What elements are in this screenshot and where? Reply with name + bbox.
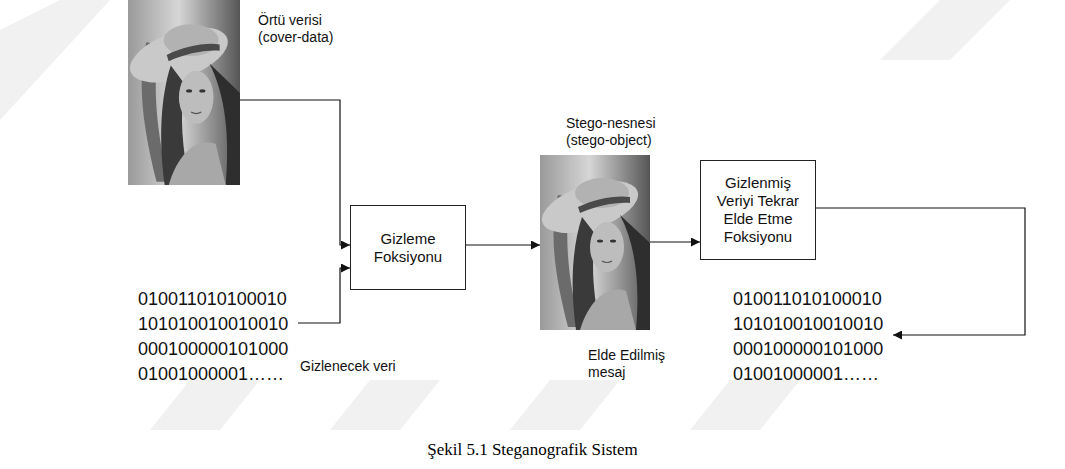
cover-photo — [124, 0, 240, 185]
message-data: 010011010100010 101010010010010 00010000… — [733, 287, 893, 387]
stego-label: Stego-nesnesi (stego-object) — [566, 115, 674, 149]
message-data: 010011010100010 101010010010010 00010000… — [138, 287, 298, 387]
binary-text: 010011010100010 101010010010010 00010000… — [138, 287, 298, 387]
cover-image: Örtü verisi (cover-data) — [128, 0, 240, 185]
process-box: Gizleme Foksiyonu — [350, 205, 466, 290]
data-label: Elde Edilmiş mesaj — [588, 347, 678, 381]
stego-image: Stego-nesnesi (stego-object) — [540, 155, 650, 330]
connector-arrow — [466, 244, 540, 245]
connector-arrow — [240, 100, 350, 245]
figure-caption: Şekil 5.1 Steganografik Sistem — [0, 440, 1065, 460]
connector-arrow — [650, 241, 700, 242]
stego-photo — [536, 155, 650, 330]
binary-text: 010011010100010 101010010010010 00010000… — [733, 287, 893, 387]
connector-arrow — [298, 268, 350, 323]
data-label: Gizlenecek veri — [300, 358, 396, 375]
cover-label: Örtü verisi (cover-data) — [258, 12, 348, 46]
watermark — [0, 0, 1010, 430]
process-box: Gizlenmiş Veriyi Tekrar Elde Etme Foksiy… — [700, 160, 816, 260]
box-text: Gizlenmiş Veriyi Tekrar Elde Etme Foksiy… — [709, 174, 807, 246]
box-text: Gizleme Foksiyonu — [359, 230, 457, 266]
